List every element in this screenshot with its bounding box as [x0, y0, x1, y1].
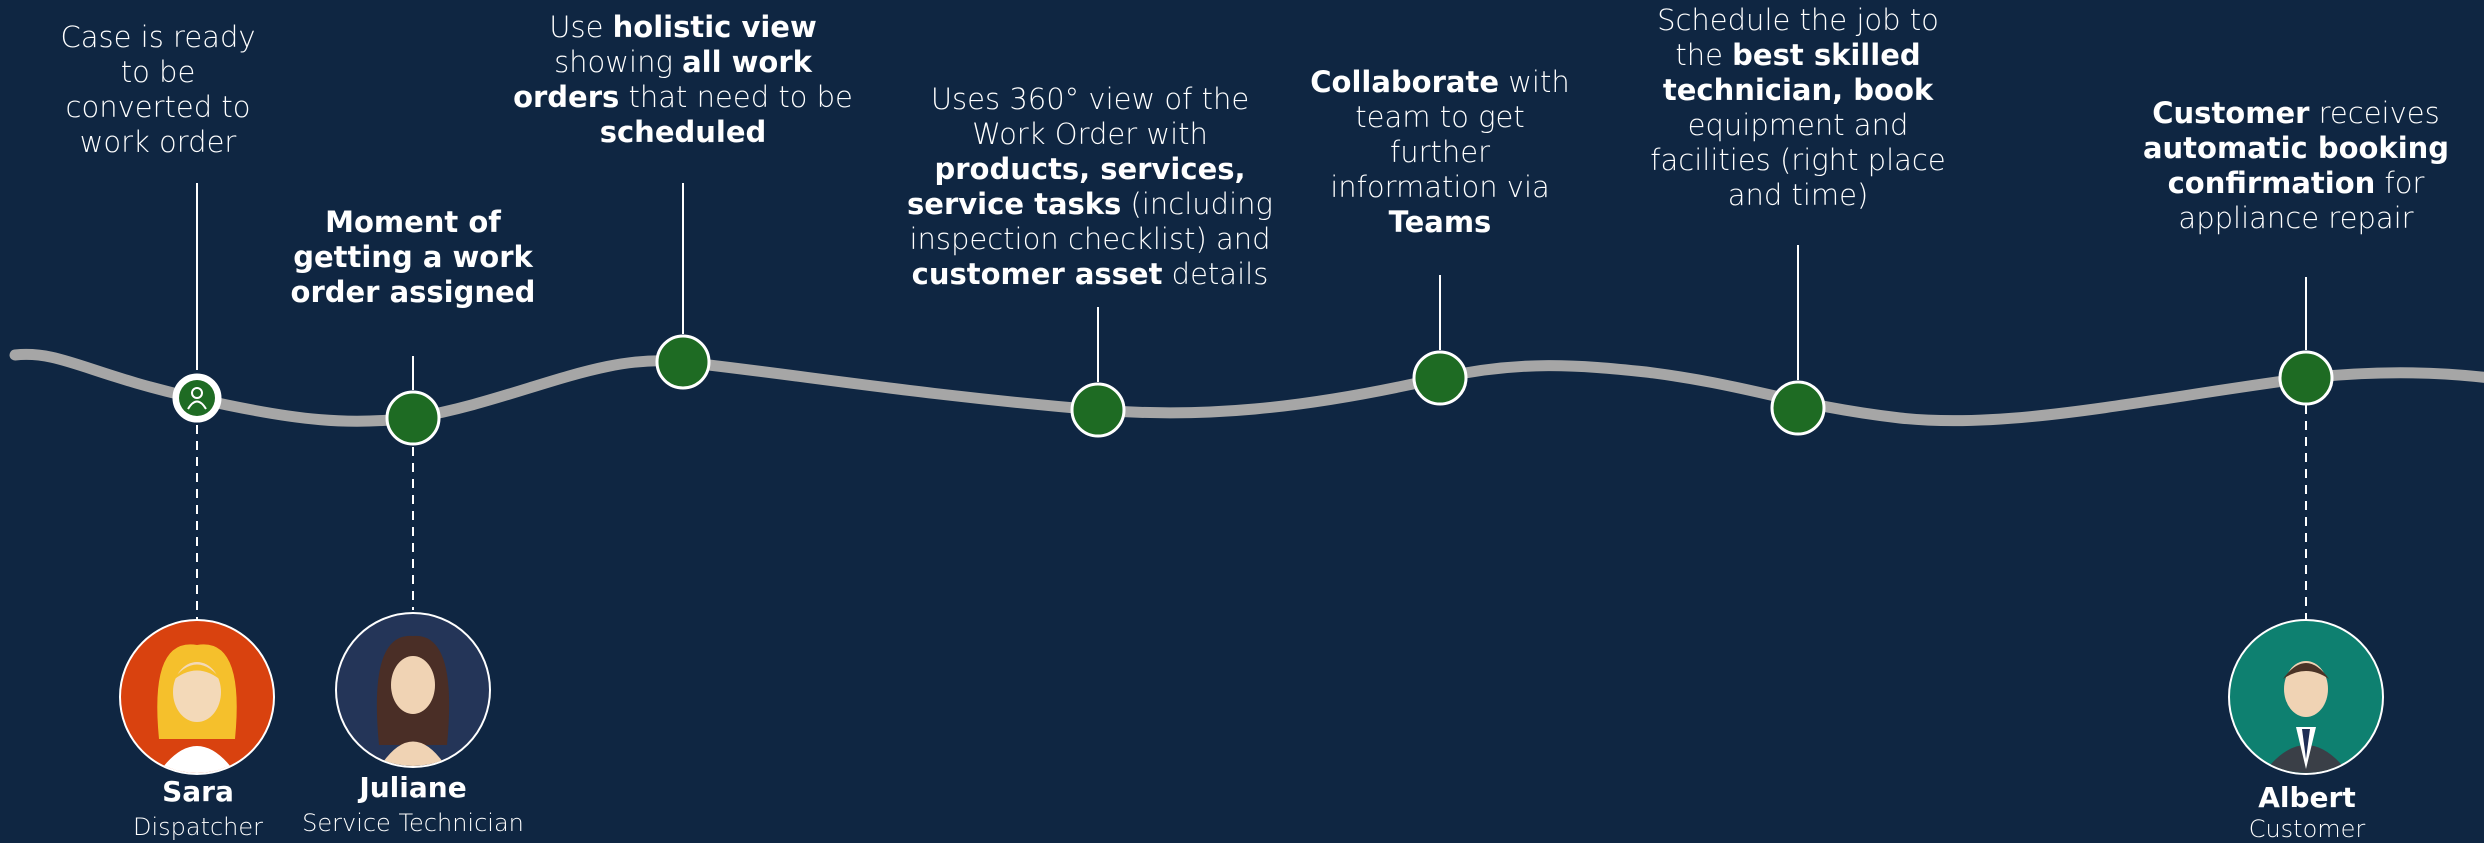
avatar-sara [119, 619, 275, 775]
persona-name-juliane: Juliane [359, 771, 467, 804]
milestone-node-6 [1770, 380, 1826, 436]
milestone-node-5 [1412, 350, 1468, 406]
connector-lines [196, 183, 2307, 390]
milestone-node-2 [385, 390, 441, 446]
persona-avatars [119, 405, 2384, 775]
persona-role-sara: Dispatcher [132, 813, 264, 841]
journey-track [9, 348, 2484, 427]
person-icon [187, 387, 207, 410]
avatar-juliane [335, 612, 491, 768]
milestone-node-4 [1070, 382, 1126, 438]
milestone-node-7 [2278, 350, 2334, 406]
persona-role-juliane: Service Technician [302, 809, 524, 837]
persona-name-albert: Albert [2258, 781, 2356, 814]
milestone-nodes [172, 334, 2334, 446]
persona-name-sara: Sara [162, 775, 234, 808]
milestone-node-3 [655, 334, 711, 390]
persona-role-albert: Customer [2248, 815, 2366, 843]
avatar-albert [2228, 619, 2384, 775]
